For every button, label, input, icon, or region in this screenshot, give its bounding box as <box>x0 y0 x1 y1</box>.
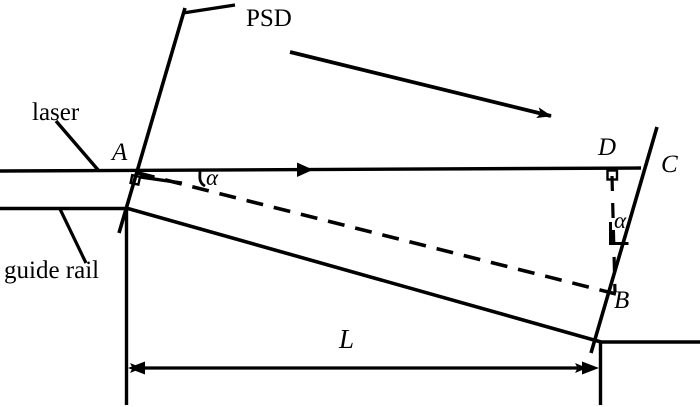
dashed-line-d-to-b <box>610 175 617 293</box>
dimension-l-group <box>124 207 603 405</box>
point-label-d: D <box>598 134 617 161</box>
point-label-b: B <box>614 287 630 314</box>
angle-markers-at-a-group <box>129 170 206 187</box>
laser-label-leader-line <box>54 119 101 173</box>
dimension-label-l: L <box>339 324 355 354</box>
alpha-angle-arc-at-a-icon <box>198 170 206 187</box>
dimension-arrowhead-right-icon <box>582 361 599 375</box>
psd-sensor-line-group <box>117 3 236 234</box>
laser-beam-group <box>0 162 642 177</box>
guide-rail-inclined-segment <box>125 206 602 344</box>
dashed-line-a-to-b <box>137 171 617 296</box>
laser-beam-line <box>0 166 642 173</box>
alpha-angle-bracket-near-b-icon <box>609 222 629 245</box>
motion-direction-arrow-group <box>289 50 552 119</box>
psd-label: PSD <box>246 5 292 32</box>
angle-base-tick-at-a <box>139 175 183 185</box>
guide-rail-group <box>0 206 700 344</box>
angle-markers-at-d-group <box>606 169 629 245</box>
guide-rail-label: guide rail <box>4 257 100 284</box>
dashed-construction-group <box>137 171 617 296</box>
dimension-arrowhead-left-icon <box>128 361 145 375</box>
psd-sensor-plane-line <box>117 7 187 234</box>
point-label-a: A <box>112 139 128 166</box>
alpha-label-at-a: α <box>206 165 219 190</box>
motion-direction-arrow-icon <box>289 50 552 119</box>
point-label-c: C <box>661 151 678 178</box>
laser-beam-direction-arrow-icon <box>297 162 313 177</box>
target-plane-line <box>589 126 659 354</box>
right-angle-marker-at-a-icon <box>129 173 142 187</box>
target-plane-line-group <box>589 126 659 354</box>
guide-rail-label-leader-line <box>58 208 88 264</box>
callout-leaders-group <box>54 119 101 264</box>
right-angle-marker-at-d-icon <box>606 169 619 181</box>
psd-label-leader-line <box>182 3 236 15</box>
alpha-label-at-d: α <box>614 208 627 233</box>
laser-label: laser <box>32 99 80 126</box>
